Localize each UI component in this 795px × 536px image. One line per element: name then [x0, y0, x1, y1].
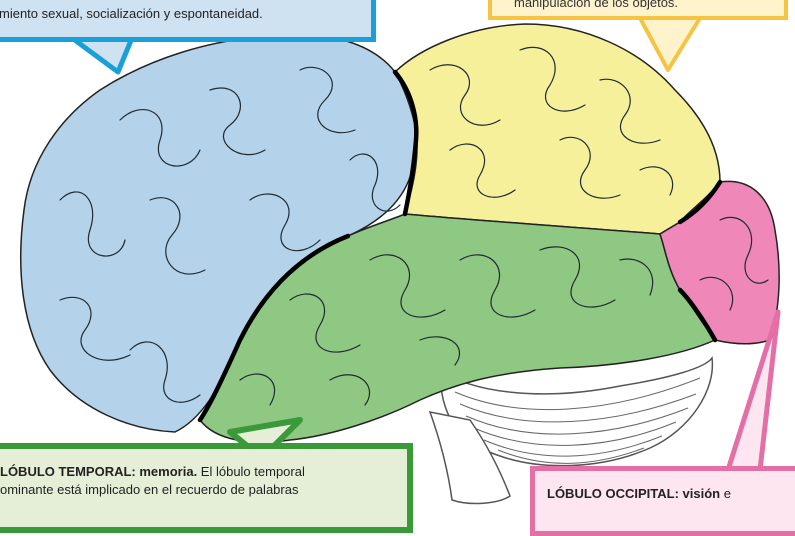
frontal-lobe-text: miento sexual, socialización y espontane… [0, 6, 263, 21]
temporal-lobe-line1: LÓBULO TEMPORAL: memoria. El lóbulo temp… [0, 463, 401, 481]
occipital-lobe-label: LÓBULO OCCIPITAL: visión e [530, 466, 795, 536]
temporal-lobe-text1: El lóbulo temporal [197, 464, 305, 479]
parietal-callout-pointer [638, 16, 702, 72]
frontal-lobe-label: miento sexual, socialización y espontane… [0, 0, 376, 42]
brain-diagram [20, 16, 781, 505]
brain-stem [428, 411, 511, 505]
parietal-lobe-label: manipulación de los objetos. [488, 0, 788, 20]
temporal-lobe-line2: ominante está implicado en el recuerdo d… [0, 482, 299, 497]
lateral-sulcus [197, 233, 351, 423]
occipital-lobe-title: LÓBULO OCCIPITAL: visión [547, 486, 721, 501]
central-sulcus [392, 69, 419, 217]
occipital-lobe-text1: e [720, 486, 731, 501]
parieto-occipital-sulcus [677, 179, 723, 225]
temporal-lobe-title: LÓBULO TEMPORAL: memoria. [0, 464, 198, 479]
temporal-lobe-label: LÓBULO TEMPORAL: memoria. El lóbulo temp… [0, 443, 413, 533]
frontal-callout-pointer [69, 35, 135, 75]
parietal-lobe-text: manipulación de los objetos. [514, 0, 679, 10]
frontal-lobe [20, 33, 418, 433]
preoccipital-notch [677, 287, 718, 343]
occipital-lobe-line1: LÓBULO OCCIPITAL: visión e [547, 485, 795, 503]
